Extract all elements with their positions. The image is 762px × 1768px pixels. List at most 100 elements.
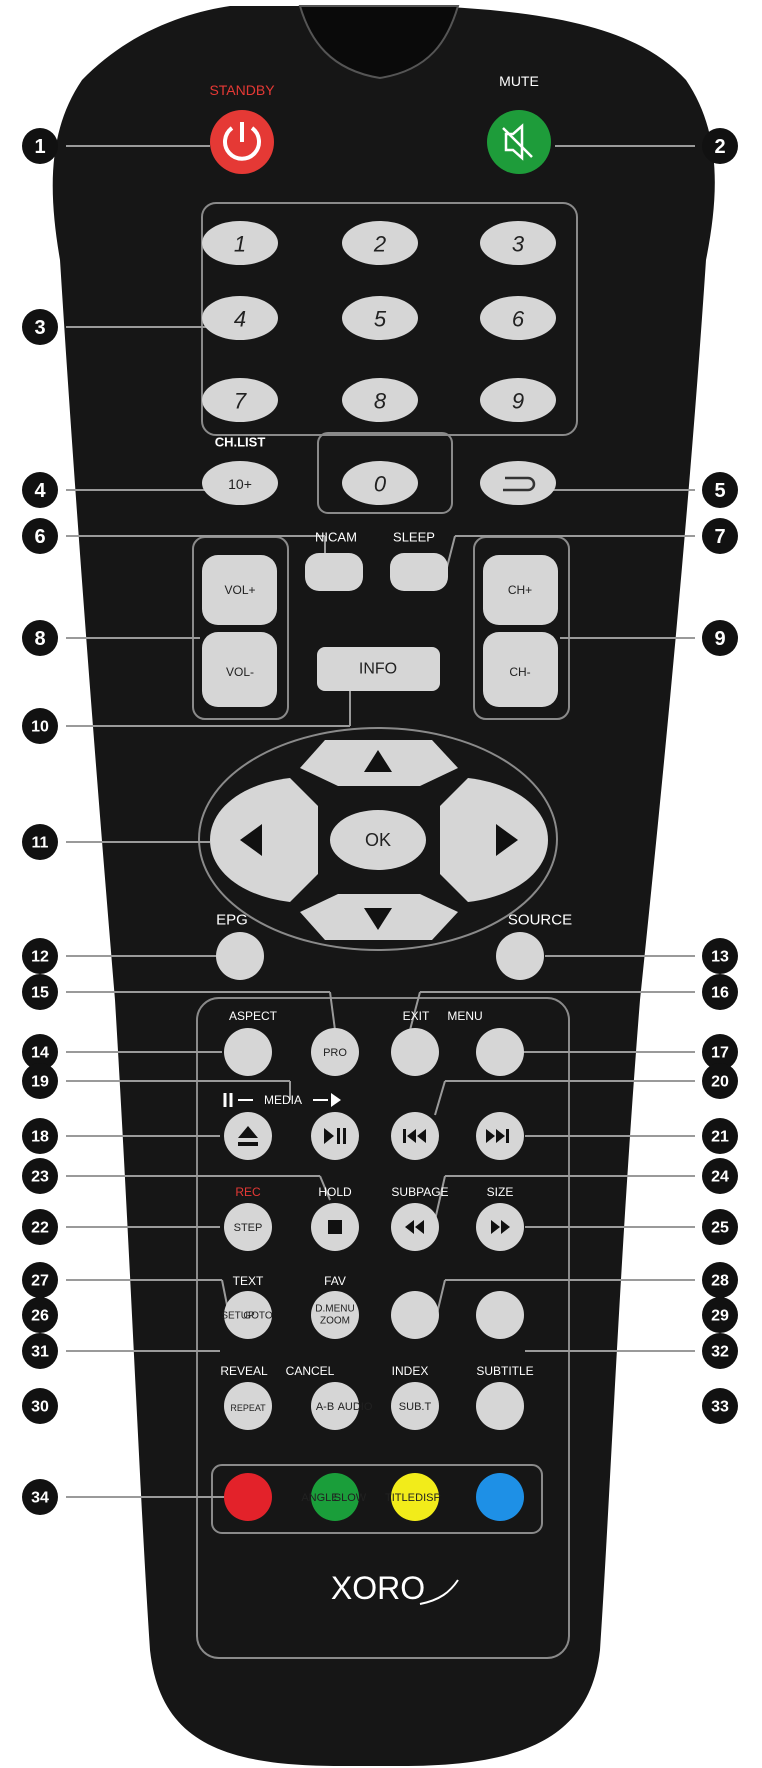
digit-8-button[interactable]: [342, 378, 418, 422]
callout-4: [22, 472, 58, 508]
ten-plus-text: 10+: [228, 476, 252, 492]
info-button[interactable]: [317, 647, 440, 691]
subtitle-label: SUBTITLE: [476, 1364, 533, 1378]
callout-27: [22, 1262, 58, 1298]
step-button[interactable]: [224, 1203, 272, 1251]
right-arrow-icon: [496, 824, 518, 856]
callout-29-text: 29: [711, 1308, 729, 1325]
callout-23-text: 23: [31, 1169, 49, 1186]
ir-window: [298, 5, 460, 80]
callout-18: [22, 1118, 58, 1154]
source-label: SOURCE: [508, 912, 572, 929]
callout-22: [22, 1209, 58, 1245]
callout-13: [702, 938, 738, 974]
digit-9-button[interactable]: [480, 378, 556, 422]
red-text-button[interactable]: [391, 1291, 439, 1339]
mute-icon: [504, 123, 524, 161]
callout-11: [22, 824, 58, 860]
callout-lines: [66, 145, 695, 1498]
cancel-label: CANCEL: [286, 1364, 335, 1378]
digit-9-text: 9: [512, 389, 524, 414]
callout-16-text: 16: [711, 985, 729, 1002]
ch-up-text: CH+: [508, 583, 532, 597]
exit-button[interactable]: [391, 1028, 439, 1076]
ch-up-button[interactable]: [483, 555, 558, 625]
subtitle-button[interactable]: [476, 1382, 524, 1430]
callout-30: [22, 1388, 58, 1424]
hold-label: HOLD: [318, 1185, 352, 1199]
disp-text: DISP: [415, 1492, 441, 1504]
recall-button[interactable]: [480, 461, 556, 505]
vol-up-button[interactable]: [202, 555, 277, 625]
media-label: MEDIA: [264, 1093, 302, 1107]
repeat-button[interactable]: [224, 1382, 272, 1430]
ch-down-button[interactable]: [483, 632, 558, 707]
pro-button[interactable]: [311, 1028, 359, 1076]
digit-3-text: 3: [512, 232, 525, 257]
digit-0-button[interactable]: [342, 461, 418, 505]
angle-text: ANGLE: [301, 1492, 338, 1504]
subt-button[interactable]: [391, 1382, 439, 1430]
ten-plus-button[interactable]: [202, 461, 278, 505]
blue-button[interactable]: [476, 1473, 524, 1521]
callout-32: [702, 1333, 738, 1369]
ab-audio-button[interactable]: [311, 1382, 359, 1430]
digit-4-button[interactable]: [202, 296, 278, 340]
callout-11-text: 11: [32, 835, 49, 852]
down-arrow-icon: [364, 908, 392, 930]
nav-right-button[interactable]: [440, 778, 548, 902]
digit-7-text: 7: [234, 389, 247, 414]
numpad-outline-bottom: [317, 432, 453, 514]
digit-1-button[interactable]: [202, 221, 278, 265]
digit-7-button[interactable]: [202, 378, 278, 422]
play-pause-icon-bar1: [337, 1128, 340, 1144]
callout-14-text: 14: [31, 1045, 49, 1062]
ok-text: OK: [365, 830, 391, 850]
dmenu-text: D.MENU: [315, 1304, 354, 1315]
rewind-icon: [405, 1220, 424, 1234]
red-button[interactable]: [224, 1473, 272, 1521]
epg-button[interactable]: [216, 932, 264, 980]
dmenu-button[interactable]: [311, 1291, 359, 1339]
color-outline: [211, 1464, 543, 1534]
setup-button[interactable]: [224, 1291, 272, 1339]
ok-button[interactable]: [330, 810, 426, 870]
callout-19-text: 19: [31, 1074, 49, 1091]
menu-button[interactable]: [476, 1028, 524, 1076]
callout-2: [702, 128, 738, 164]
rec-label: REC: [235, 1185, 261, 1199]
play-pause-icon: [324, 1128, 334, 1144]
yellow-button[interactable]: [391, 1473, 439, 1521]
source-button[interactable]: [496, 932, 544, 980]
nicam-button[interactable]: [305, 553, 363, 591]
callout-6: [22, 518, 58, 554]
vol-down-text: VOL-: [226, 665, 254, 679]
callout-9-text: 9: [714, 628, 725, 650]
aspect-button[interactable]: [224, 1028, 272, 1076]
play-mark-icon: [331, 1093, 341, 1107]
mute-button[interactable]: [487, 110, 551, 174]
exit-label: EXIT: [403, 1009, 430, 1023]
callout-25-text: 25: [711, 1220, 729, 1237]
sleep-button[interactable]: [390, 553, 448, 591]
blank-button[interactable]: [476, 1291, 524, 1339]
ab-text: A-B: [316, 1401, 334, 1413]
digit-6-button[interactable]: [480, 296, 556, 340]
standby-label: STANDBY: [209, 82, 275, 98]
aspect-label: ASPECT: [229, 1009, 278, 1023]
vol-down-button[interactable]: [202, 632, 277, 707]
callout-34: [22, 1479, 58, 1515]
digit-2-button[interactable]: [342, 221, 418, 265]
stop-icon: [328, 1220, 342, 1234]
forward-icon: [491, 1220, 510, 1234]
callout-19: [22, 1063, 58, 1099]
digit-5-button[interactable]: [342, 296, 418, 340]
info-text: INFO: [359, 661, 397, 678]
play-pause-button[interactable]: [311, 1112, 359, 1160]
digit-3-button[interactable]: [480, 221, 556, 265]
green-button[interactable]: [311, 1473, 359, 1521]
step-text: STEP: [234, 1222, 263, 1234]
nav-left-button[interactable]: [210, 778, 318, 902]
callout-22-text: 22: [31, 1220, 49, 1237]
